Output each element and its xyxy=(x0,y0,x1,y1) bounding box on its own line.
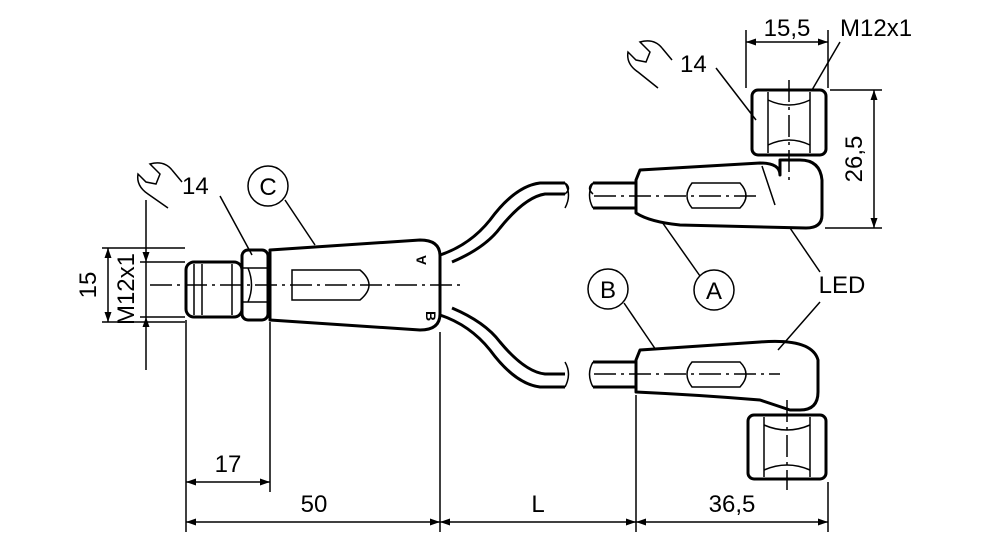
wrench-icon-top xyxy=(626,40,673,89)
dim-15-5-label: 15,5 xyxy=(764,15,811,42)
marker-b xyxy=(587,268,629,310)
marker-b-label: B xyxy=(600,277,616,304)
marker-c xyxy=(247,165,289,207)
body-label-b: B xyxy=(423,311,439,321)
wrench-icon-left xyxy=(136,162,183,209)
dim-17-label: 17 xyxy=(215,451,242,478)
thread-left-label: M12x1 xyxy=(113,253,140,325)
led-label: LED xyxy=(819,272,866,299)
wrench-left-size: 14 xyxy=(182,173,209,200)
dim-26-5-label: 26,5 xyxy=(841,136,868,183)
connector-a xyxy=(634,88,828,230)
wrench-top-size: 14 xyxy=(680,51,707,78)
marker-c-label: C xyxy=(259,174,276,201)
dim-50-label: 50 xyxy=(301,491,328,518)
marker-a-label: A xyxy=(706,278,722,305)
thread-top-label: M12x1 xyxy=(840,15,912,42)
dim-l-label: L xyxy=(531,491,544,518)
connector-b xyxy=(634,339,828,481)
marker-a xyxy=(693,269,735,311)
dim-36-5-label: 36,5 xyxy=(709,491,756,518)
dim-15-label: 15 xyxy=(75,272,102,299)
body-label-a: A xyxy=(413,255,429,265)
cables xyxy=(439,181,640,389)
